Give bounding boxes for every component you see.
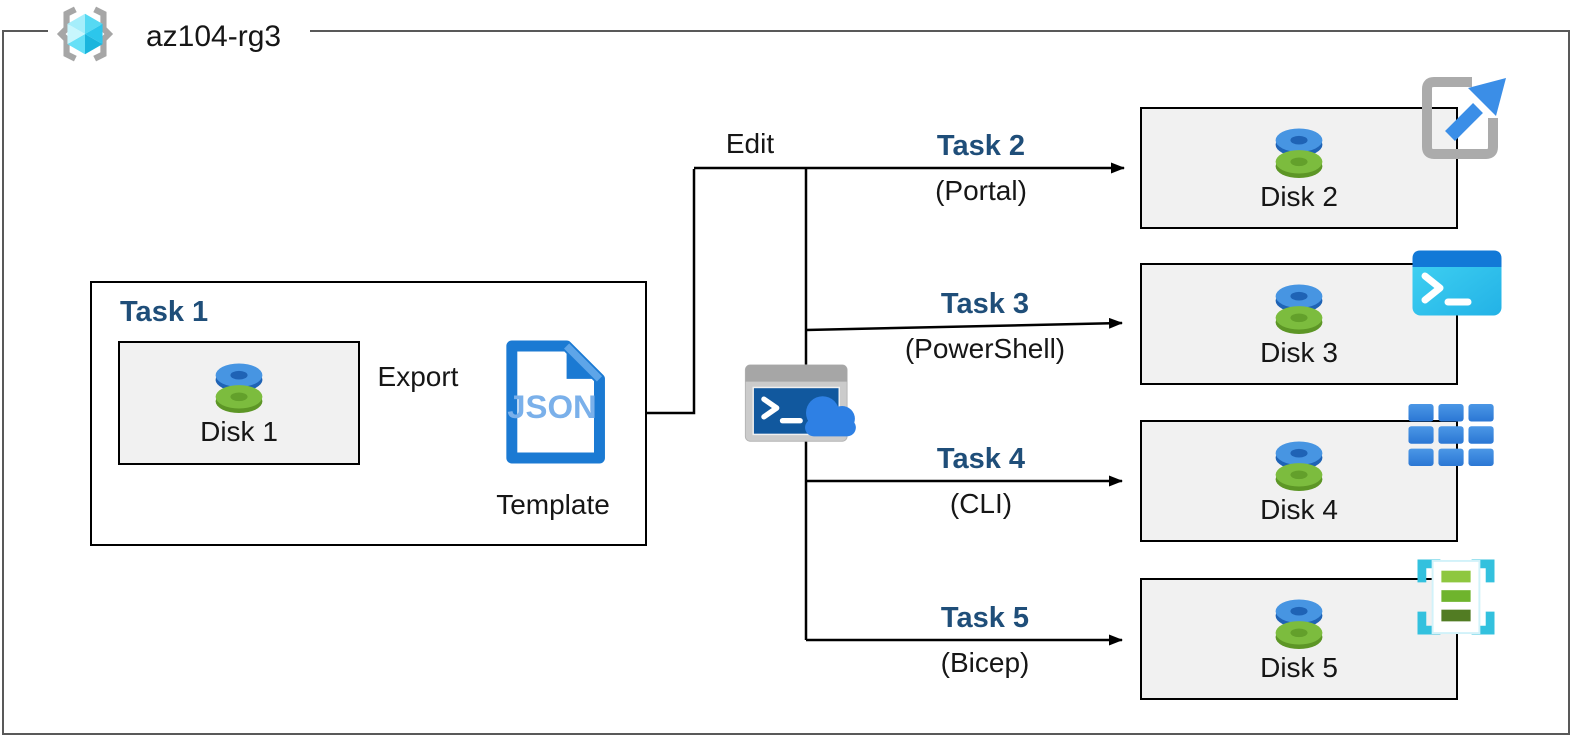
task-method-label: (CLI) xyxy=(949,488,1013,519)
resource-group-frame xyxy=(2,30,1570,735)
disk-box: Disk 2 xyxy=(1140,107,1458,229)
disk-icon xyxy=(1270,124,1328,178)
json-icon-label: JSON xyxy=(507,388,596,425)
disk1-box: Disk 1 xyxy=(118,341,360,465)
disk-label: Disk 2 xyxy=(1260,180,1338,212)
disk-icon xyxy=(1270,280,1328,334)
template-label: Template xyxy=(496,489,610,520)
disk-label: Disk 4 xyxy=(1260,493,1338,525)
resource-group-label: az104-rg3 xyxy=(146,20,282,53)
export-label: Export xyxy=(377,361,459,392)
task-method-label: (PowerShell) xyxy=(904,333,1066,364)
disk-label: Disk 5 xyxy=(1260,651,1338,683)
disk-icon xyxy=(1270,595,1328,649)
disk-box: Disk 5 xyxy=(1140,578,1458,700)
disk-box: Disk 3 xyxy=(1140,263,1458,385)
disk1-label: Disk 1 xyxy=(200,415,278,447)
frame-label-gap xyxy=(48,27,310,35)
task-label: Task 4 xyxy=(936,443,1026,475)
resource-group-icon xyxy=(53,5,117,63)
task-method-label: (Portal) xyxy=(935,175,1027,206)
disk-label: Disk 3 xyxy=(1260,336,1338,368)
disk-box: Disk 4 xyxy=(1140,420,1458,542)
json-template-icon: JSON xyxy=(496,337,608,467)
cli-icon xyxy=(1408,404,1496,466)
disk-icon xyxy=(1270,437,1328,491)
task-label: Task 3 xyxy=(940,288,1030,320)
task-method-label: (Bicep) xyxy=(940,647,1030,678)
cloud-shell-icon xyxy=(743,364,869,452)
powershell-icon xyxy=(1411,249,1503,317)
task1-title: Task 1 xyxy=(120,296,209,328)
task-label: Task 5 xyxy=(940,602,1030,634)
edit-label: Edit xyxy=(725,128,775,159)
disk-icon xyxy=(210,359,268,413)
bicep-icon xyxy=(1410,559,1502,635)
portal-icon xyxy=(1414,70,1510,162)
task-label: Task 2 xyxy=(936,130,1026,162)
